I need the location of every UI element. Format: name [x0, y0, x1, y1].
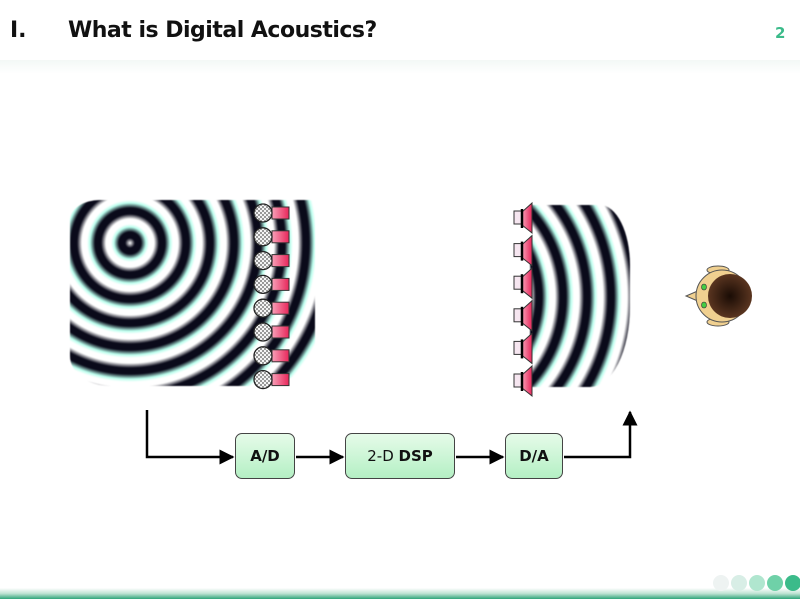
title-shadow: [0, 60, 800, 74]
footer-dot: [785, 575, 800, 591]
footer-dot: [713, 575, 729, 591]
loudspeaker-icon: [513, 299, 533, 332]
da-converter-block: D/A: [505, 433, 563, 479]
ad-label: A/D: [250, 447, 280, 465]
dsp-label-prefix: 2-D: [367, 447, 399, 465]
loudspeaker-icon: [513, 267, 533, 300]
da-label: D/A: [519, 447, 549, 465]
reproduced-wavefield: [530, 205, 630, 387]
loudspeaker-icon: [513, 234, 533, 267]
title-band: [0, 0, 800, 62]
ad-converter-block: A/D: [235, 433, 295, 479]
footer-dot: [767, 575, 783, 591]
section-number: I.: [10, 18, 27, 43]
signal-flow-arrows: [145, 410, 638, 465]
loudspeaker-array: [513, 201, 533, 398]
microphone-icon: [253, 227, 290, 247]
microphone-icon: [253, 203, 290, 223]
footer-dot: [749, 575, 765, 591]
loudspeaker-icon: [513, 364, 533, 398]
microphone-icon: [253, 322, 290, 342]
microphone-icon: [253, 274, 290, 295]
dsp-block: 2-D DSP: [345, 433, 455, 479]
loudspeaker-icon: [513, 332, 533, 365]
page-number: 2: [775, 24, 786, 42]
microphone-icon: [253, 250, 290, 271]
microphone-icon: [253, 298, 290, 318]
dsp-label-bold: DSP: [398, 447, 433, 465]
microphone-icon: [253, 369, 290, 390]
footer-bar: [0, 588, 800, 599]
listener-head-icon: [684, 265, 752, 327]
footer-dot: [731, 575, 747, 591]
loudspeaker-icon: [513, 201, 533, 235]
microphone-array: [253, 203, 290, 390]
microphone-icon: [253, 346, 290, 366]
page-title: What is Digital Acoustics?: [68, 18, 377, 43]
